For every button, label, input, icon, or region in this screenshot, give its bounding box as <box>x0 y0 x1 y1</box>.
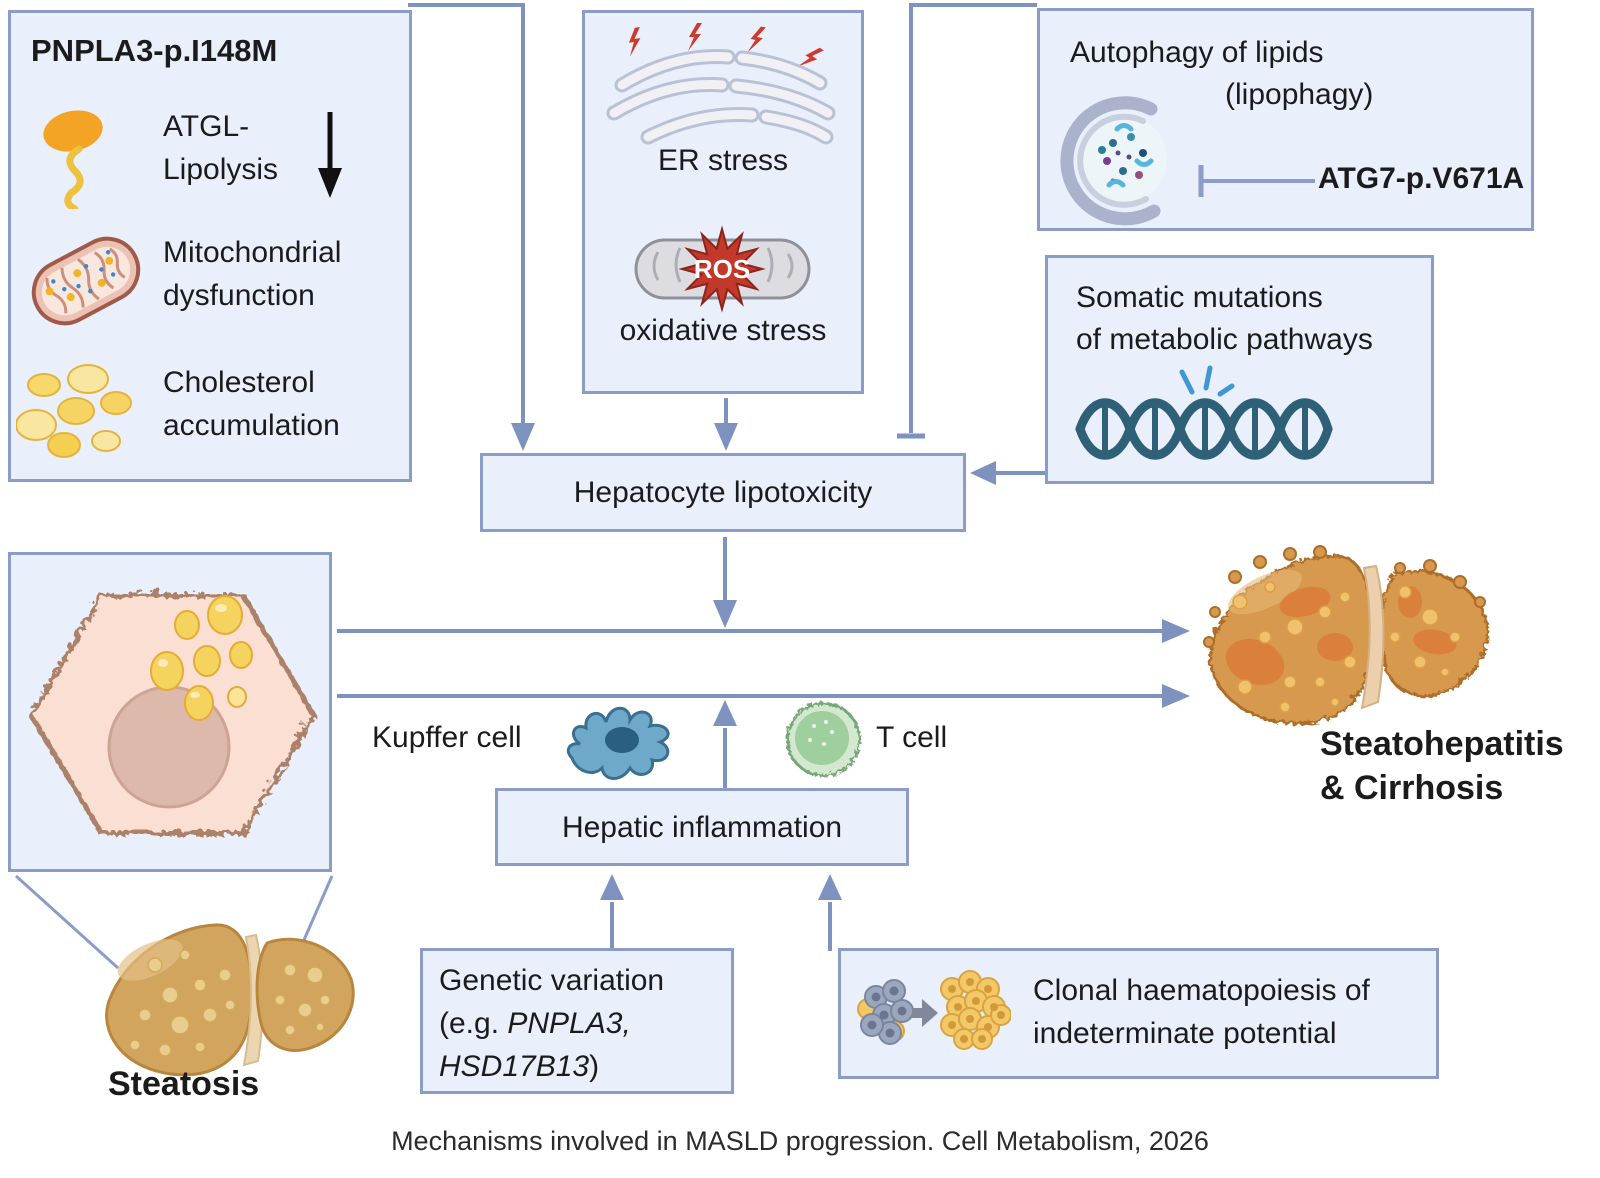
lipotoxicity-label: Hepatocyte lipotoxicity <box>573 476 873 509</box>
kupffer-cell-icon <box>566 706 670 780</box>
t-cell-label: T cell <box>876 721 948 754</box>
somatic-line1: Somatic mutations <box>1076 281 1323 314</box>
dna-mutation-icon <box>1075 365 1333 460</box>
chip-text: Clonal haematopoiesis of indeterminate p… <box>1033 974 1370 1050</box>
arrow-somatic-to-lipotoxicity <box>970 461 1045 485</box>
arrow-pnpla3-to-lipotoxicity <box>408 3 535 451</box>
autophagy-title-line2: (lipophagy) <box>1225 78 1374 111</box>
er-icon <box>606 23 836 145</box>
pnpla3-title: PNPLA3-p.I148M <box>31 33 278 68</box>
pnpla3-item-chol: Cholesterol accumulation <box>163 366 340 442</box>
cholesterol-icon <box>16 364 132 458</box>
steatosis-liver-icon <box>105 923 355 1077</box>
hepatocyte-panel <box>8 552 332 872</box>
t-cell-icon <box>784 700 860 776</box>
gene-pnpla3: PNPLA3, <box>507 1007 631 1040</box>
arrow-steatosis-to-cirrhosis-lower <box>337 684 1190 708</box>
arrow-steatosis-to-cirrhosis-upper <box>337 619 1190 643</box>
steatosis-label: Steatosis <box>108 1065 260 1103</box>
lipotoxicity-box: Hepatocyte lipotoxicity <box>480 453 966 532</box>
ros-mitochondria-icon: ROS <box>634 225 811 313</box>
arrow-lipotoxicity-down <box>713 537 737 628</box>
arrow-genetic-to-inflammation <box>600 874 624 951</box>
inflammation-box: Hepatic inflammation <box>495 788 909 866</box>
clone-transition-arrow <box>912 999 938 1027</box>
genetic-line1: Genetic variation <box>439 964 665 997</box>
oxidative-stress-label: oxidative stress <box>619 314 827 347</box>
kupffer-cell-label: Kupffer cell <box>372 721 522 754</box>
lipase-icon <box>43 110 103 209</box>
chip-panel: Clonal haematopoiesis of indeterminate p… <box>838 948 1439 1079</box>
autophagy-panel: Autophagy of lipids (lipophagy) ATG7-p.V… <box>1037 8 1534 231</box>
mitochondria-icon <box>31 236 141 326</box>
atg7-variant-label: ATG7-p.V671A <box>1318 162 1525 195</box>
genetic-variation-panel: Genetic variation (e.g. PNPLA3, HSD17B13… <box>420 948 734 1094</box>
arrow-chip-to-inflammation <box>818 874 842 951</box>
lightning-icon <box>628 23 824 67</box>
arrow-erstress-to-lipotoxicity <box>714 398 738 451</box>
ros-label: ROS <box>694 254 750 284</box>
genetic-text: Genetic variation (e.g. PNPLA3, HSD17B13… <box>439 959 664 1088</box>
autophagosome-icon <box>1060 96 1167 226</box>
er-stress-panel: ER stress ROS oxidative stress <box>582 10 864 394</box>
er-stress-label: ER stress <box>657 144 789 177</box>
genetic-line3: HSD17B13) <box>439 1050 600 1083</box>
arrow-inflammation-up <box>713 700 737 791</box>
gene-hsd17b13: HSD17B13 <box>439 1050 590 1083</box>
figure-caption: Mechanisms involved in MASLD progression… <box>391 1126 1209 1156</box>
inflammation-label: Hepatic inflammation <box>561 810 843 844</box>
hepatocyte-icon <box>26 590 314 834</box>
down-arrow-icon <box>318 112 342 198</box>
pnpla3-item-atgl: ATGL- Lipolysis <box>163 110 279 186</box>
cirrhosis-liver-icon <box>1203 545 1488 724</box>
pnpla3-panel: PNPLA3-p.I148M ATGL- Lipolysis <box>8 10 412 482</box>
genetic-line2: (e.g. PNPLA3, <box>439 1007 631 1040</box>
inhibitor-autophagy-to-lipotoxicity <box>897 3 1037 439</box>
autophagy-title-line1: Autophagy of lipids <box>1070 36 1324 69</box>
inhibitor-atg7-to-autophagosome <box>1198 165 1315 197</box>
somatic-mutations-panel: Somatic mutations of metabolic pathways <box>1045 255 1434 484</box>
outcome-label: Steatohepatitis & Cirrhosis <box>1320 725 1564 807</box>
somatic-line2: of metabolic pathways <box>1076 323 1373 356</box>
chip-cells-icon <box>857 970 1011 1050</box>
pnpla3-item-mito: Mitochondrial dysfunction <box>163 236 342 312</box>
magnification-lines <box>14 874 334 970</box>
